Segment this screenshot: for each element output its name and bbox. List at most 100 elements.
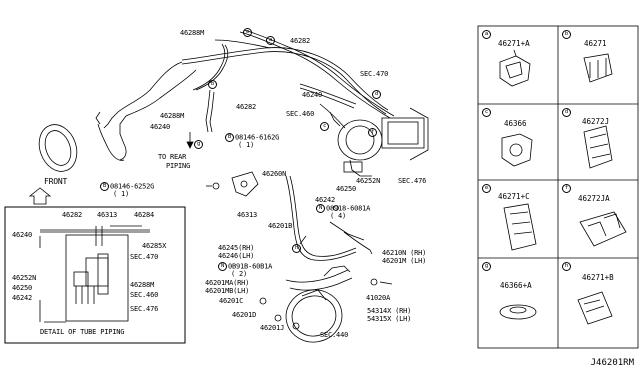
label-46246-lh: 46246(LH) <box>218 252 255 260</box>
part-g-label: g <box>482 262 492 271</box>
callout-g: g <box>194 140 204 149</box>
label-46282-mid: 46282 <box>236 103 257 111</box>
part-b-number: 46271 <box>584 39 607 48</box>
nut-symbol-icon: N <box>316 204 325 213</box>
diagram-reference-code: J46201RM <box>590 358 634 368</box>
label-nut-qty-c: ( 4) <box>330 212 347 220</box>
part-g-letter: g <box>482 262 491 271</box>
part-h-letter: h <box>562 262 571 271</box>
detail-label-46240: 46240 <box>12 231 33 239</box>
label-front: FRONT <box>44 177 68 186</box>
label-46201c: 46201C <box>219 297 244 305</box>
part-e-letter: e <box>482 184 491 193</box>
rear-backing-plate <box>285 289 343 343</box>
part-g-number: 46366+A <box>500 281 532 290</box>
detail-caption: DETAIL OF TUBE PIPING <box>40 328 125 336</box>
label-46260n: 46260N <box>262 170 287 178</box>
brake-tubes-lower <box>285 175 373 291</box>
detail-label-46242: 46242 <box>12 294 33 302</box>
part-g-grommet-icon <box>499 304 537 320</box>
detail-label-46250: 46250 <box>12 284 33 292</box>
label-46210n-rh: 46210N (RH) <box>382 249 427 257</box>
parts-grid <box>477 25 639 349</box>
part-d-clip-icon <box>583 125 613 169</box>
label-sec460: SEC.460 <box>286 110 315 118</box>
label-46201ma-rh: 46201MA(RH) <box>205 279 250 287</box>
part-b-letter: b <box>562 30 571 39</box>
label-46313: 46313 <box>237 211 258 219</box>
label-46288m-mid: 46288M <box>160 112 185 120</box>
part-e-label: e <box>482 184 492 193</box>
part-f-clip-icon <box>579 211 627 247</box>
callout-f: f <box>368 128 378 137</box>
part-c-number: 46366 <box>504 119 527 128</box>
part-e-number: 46271+C <box>498 192 530 201</box>
label-46201mb-lh: 46201MB(LH) <box>205 287 250 295</box>
label-nut-qty-d: ( 2) <box>231 270 248 278</box>
label-sec476: SEC.476 <box>398 177 427 185</box>
label-to-rear: TO REAR <box>158 153 187 161</box>
brake-tubes-upper <box>103 29 395 161</box>
part-b-clip-icon <box>583 53 613 83</box>
bolt-symbol-icon: B <box>100 182 109 191</box>
detail-label-sec460: SEC.460 <box>130 291 159 299</box>
bracket-46260n <box>206 171 259 197</box>
front-arrow <box>28 187 52 205</box>
label-piping: PIPING <box>166 162 191 170</box>
part-c-label: c <box>482 108 492 117</box>
detail-label-46252n: 46252N <box>12 274 37 282</box>
nut-symbol-icon: N <box>218 262 227 271</box>
part-f-number: 46272JA <box>578 194 610 203</box>
detail-label-46285x: 46285X <box>142 242 167 250</box>
label-bolt-qty-a: ( 1) <box>238 141 255 149</box>
part-f-label: f <box>562 184 572 193</box>
part-d-letter: d <box>562 108 571 117</box>
part-c-letter: c <box>482 108 491 117</box>
fasteners <box>259 205 393 330</box>
part-d-number: 46272J <box>582 117 610 126</box>
part-h-number: 46271+B <box>582 273 614 282</box>
callout-e: e <box>243 28 253 37</box>
label-46245-rh: 46245(RH) <box>218 244 255 252</box>
label-46201d: 46201D <box>232 311 257 319</box>
label-46201j: 46201J <box>260 324 285 332</box>
label-54314x-rh: 54314X (RH) <box>367 307 412 315</box>
detail-label-46313: 46313 <box>97 211 118 219</box>
label-46201m-lh: 46201M (LH) <box>382 257 427 265</box>
label-41020a: 41020A <box>366 294 391 302</box>
callout-a: a <box>266 36 276 45</box>
label-46240-left: 46240 <box>150 123 171 131</box>
part-a-number: 46271+A <box>498 39 530 48</box>
label-sec440: SEC.440 <box>320 331 349 339</box>
front-hose-left <box>38 111 125 172</box>
detail-label-46282: 46282 <box>62 211 83 219</box>
label-46250: 46250 <box>336 185 357 193</box>
detail-label-sec476: SEC.476 <box>130 305 159 313</box>
callout-c: c <box>320 122 330 131</box>
label-46242: 46242 <box>315 196 336 204</box>
callout-h: h <box>292 244 302 253</box>
master-cylinder-unit <box>329 107 429 177</box>
label-46252n: 46252N <box>356 177 381 185</box>
to-rear-arrow <box>186 132 194 149</box>
part-a-clip-icon <box>499 49 531 87</box>
part-d-label: d <box>562 108 572 117</box>
part-h-label: h <box>562 262 572 271</box>
detail-inset-box <box>4 206 186 344</box>
part-h-clip-icon <box>577 291 613 325</box>
label-46240-right: 46240 <box>302 91 323 99</box>
detail-label-46284: 46284 <box>134 211 155 219</box>
callout-b: b <box>208 80 218 89</box>
callout-d: d <box>372 90 382 99</box>
label-46201b: 46201B <box>268 222 293 230</box>
part-e-clip-icon <box>503 203 537 251</box>
label-bolt-qty-b: ( 1) <box>113 190 130 198</box>
part-a-label: a <box>482 30 492 39</box>
bolt-symbol-icon: B <box>225 133 234 142</box>
label-46288m-top: 46288M <box>180 29 205 37</box>
part-f-letter: f <box>562 184 571 193</box>
